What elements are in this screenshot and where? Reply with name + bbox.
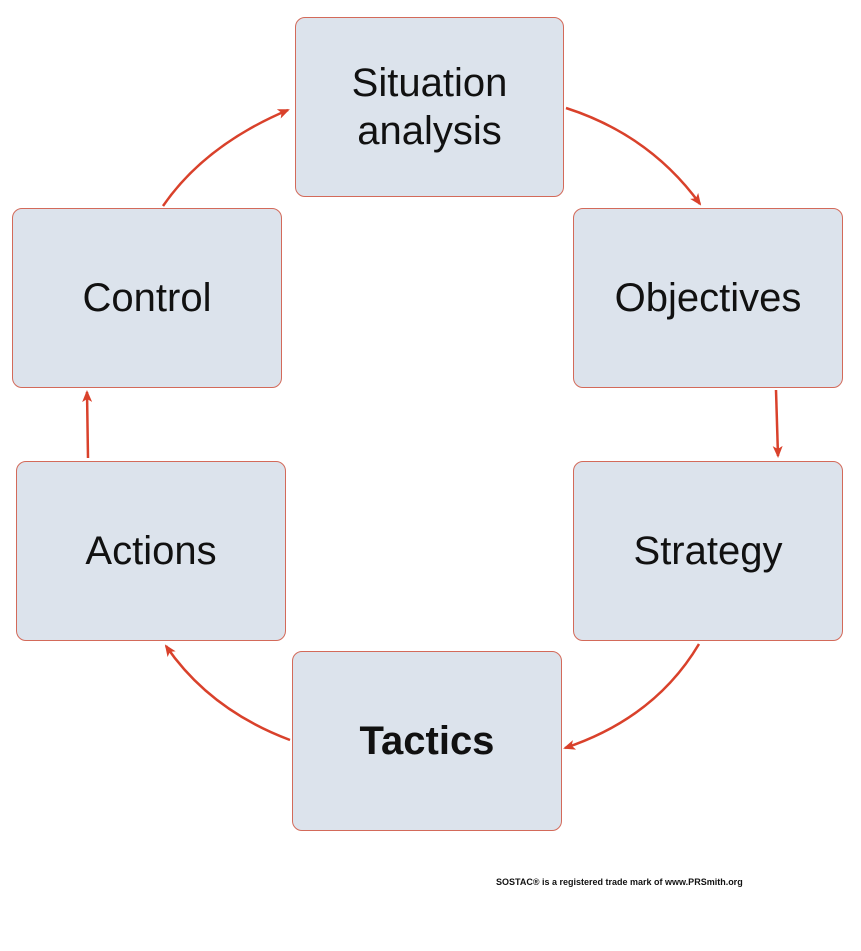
tactics-label: Tactics bbox=[359, 719, 495, 763]
objectives-box[interactable]: Objectives bbox=[573, 208, 843, 388]
situation-analysis-label: Situation analysis bbox=[351, 61, 508, 153]
strategy-label: Strategy bbox=[633, 529, 783, 573]
actions-box[interactable]: Actions bbox=[16, 461, 286, 641]
arrow-strategy-to-tactics bbox=[563, 643, 701, 750]
situation-analysis-box[interactable]: Situation analysis bbox=[295, 17, 564, 197]
control-box[interactable]: Control bbox=[12, 208, 282, 388]
arrow-situation-to-objectives bbox=[565, 106, 702, 206]
trademark-footer: SOSTAC® is a registered trade mark of ww… bbox=[496, 877, 743, 887]
arrow-objectives-to-strategy bbox=[772, 389, 783, 458]
strategy-box[interactable]: Strategy bbox=[573, 461, 843, 641]
arrow-tactics-to-actions bbox=[164, 644, 291, 742]
objectives-label: Objectives bbox=[614, 276, 802, 320]
arrow-actions-to-control bbox=[82, 390, 93, 459]
control-label: Control bbox=[82, 276, 212, 320]
actions-label: Actions bbox=[85, 529, 217, 573]
tactics-box[interactable]: Tactics bbox=[292, 651, 562, 831]
arrow-control-to-situation bbox=[161, 108, 290, 207]
